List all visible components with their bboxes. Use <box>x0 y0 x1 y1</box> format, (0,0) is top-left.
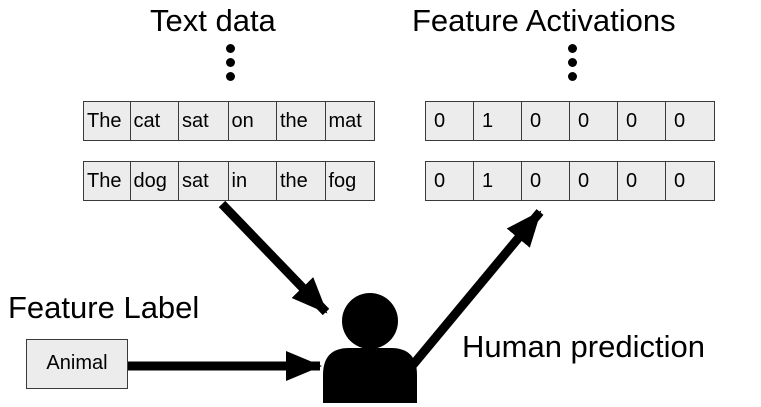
token-cell: the <box>276 101 326 141</box>
text-row: The cat sat on the mat <box>83 101 375 141</box>
arrow-human-to-activations <box>408 209 544 369</box>
ellipsis-dot <box>226 58 235 67</box>
token-cell: the <box>276 161 326 201</box>
feature-label-box: Animal <box>26 339 128 389</box>
text-data-title: Text data <box>150 3 276 38</box>
activation-cell: 0 <box>617 161 667 201</box>
feature-label-title: Feature Label <box>8 290 200 325</box>
ellipsis-dot <box>226 72 235 81</box>
activation-cell: 0 <box>617 101 667 141</box>
token-cell: mat <box>324 101 375 141</box>
token-cell: in <box>227 161 278 201</box>
activation-cell: 0 <box>569 161 619 201</box>
activation-cell: 0 <box>521 161 571 201</box>
token-cell: on <box>227 101 278 141</box>
token-cell: sat <box>178 161 229 201</box>
person-icon <box>323 293 417 403</box>
text-row: The dog sat in the fog <box>83 161 375 201</box>
token-cell: sat <box>178 101 229 141</box>
activation-cell: 0 <box>425 161 475 201</box>
activation-cell: 0 <box>569 101 619 141</box>
activation-row: 0 1 0 0 0 0 <box>425 161 715 201</box>
ellipsis-dot <box>568 72 577 81</box>
ellipsis-dot <box>568 58 577 67</box>
feature-activations-title: Feature Activations <box>412 3 676 38</box>
token-cell: dog <box>129 161 180 201</box>
arrow-text-to-human <box>218 200 330 316</box>
token-cell: The <box>83 101 131 141</box>
human-prediction-label: Human prediction <box>462 329 705 364</box>
token-cell: fog <box>324 161 375 201</box>
ellipsis-dot <box>568 44 577 53</box>
activation-cell: 0 <box>521 101 571 141</box>
activation-cell: 1 <box>473 161 523 201</box>
ellipsis-dot <box>226 44 235 53</box>
activation-cell: 0 <box>665 101 715 141</box>
activation-cell: 0 <box>665 161 715 201</box>
activation-row: 0 1 0 0 0 0 <box>425 101 715 141</box>
token-cell: The <box>83 161 131 201</box>
